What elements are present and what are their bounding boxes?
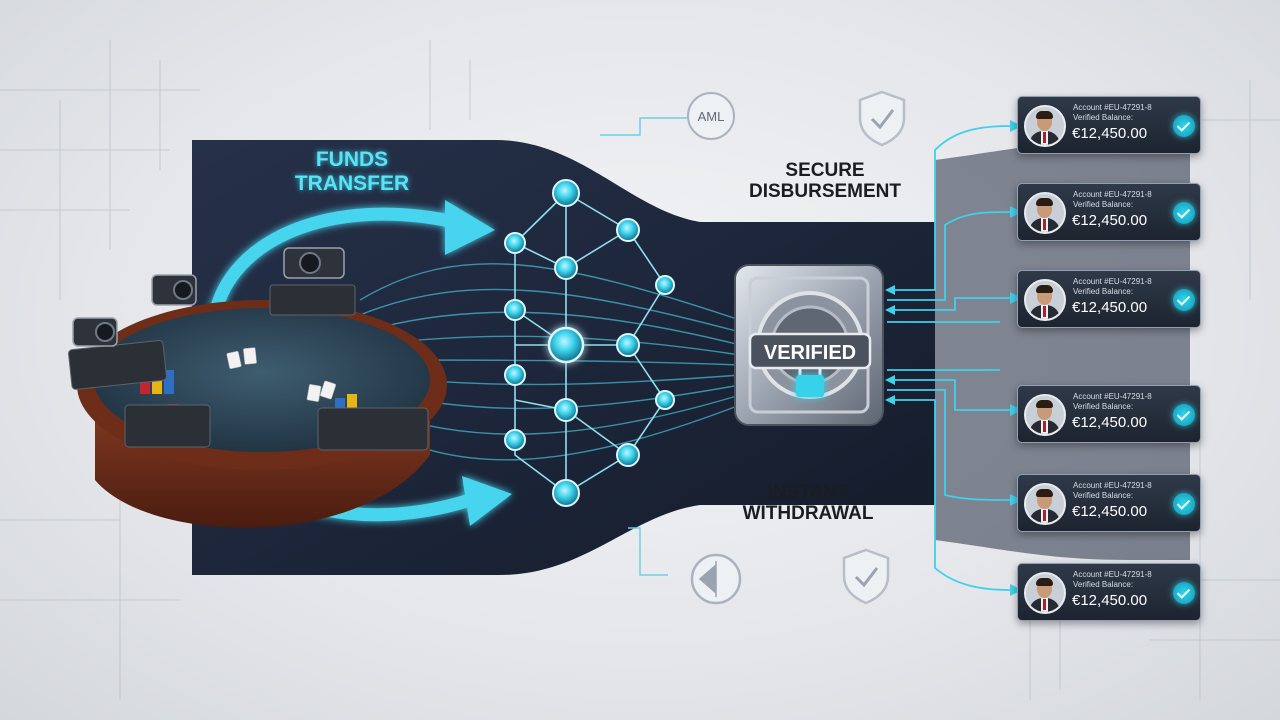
- network-nodes: [504, 179, 675, 507]
- account-balance-label: Verified Balance:: [1073, 580, 1134, 589]
- surveillance-camera-icon: [151, 274, 197, 306]
- account-card: Account #EU-47291-8 Verified Balance: €1…: [1017, 474, 1201, 532]
- check-icon: [1173, 404, 1195, 426]
- funds-transfer-line-2: Transfer: [294, 171, 410, 195]
- account-id: Account #EU-47291-8: [1073, 103, 1152, 112]
- verified-badge-text: VERIFIED: [764, 342, 856, 364]
- account-balance: €12,450.00: [1072, 592, 1148, 609]
- network-node-icon: [655, 275, 675, 295]
- account-card: Account #EU-47291-8 Verified Balance: €1…: [1017, 563, 1201, 621]
- aml-badge-icon: [687, 92, 735, 140]
- account-balance: €12,450.00: [1072, 503, 1148, 520]
- disbursement-lines: [887, 125, 1011, 591]
- aml-badge-text: AML: [698, 109, 725, 124]
- avatar: [1024, 105, 1066, 147]
- network-node-icon: [655, 390, 675, 410]
- network-node-icon: [616, 333, 640, 357]
- network-node-icon: [504, 232, 526, 254]
- check-icon: [1173, 115, 1195, 137]
- instant-withdrawal-line-2: Withdrawal: [742, 503, 874, 525]
- surveillance-camera-icon: [72, 317, 118, 347]
- shield-check-icon: [858, 90, 906, 147]
- account-card: Account #EU-47291-8 Verified Balance: €1…: [1017, 96, 1201, 154]
- check-icon: [1173, 202, 1195, 224]
- check-icon: [1173, 582, 1195, 604]
- surveillance-camera-icon: [283, 247, 345, 279]
- shield-check-icon: [842, 548, 890, 605]
- network-node-icon: [552, 179, 580, 207]
- account-balance-label: Verified Balance:: [1073, 200, 1134, 209]
- account-card: Account #EU-47291-8 Verified Balance: €1…: [1017, 270, 1201, 328]
- network-node-icon: [554, 398, 578, 422]
- network-node-icon: [552, 479, 580, 507]
- account-id: Account #EU-47291-8: [1073, 392, 1152, 401]
- avatar: [1024, 279, 1066, 321]
- network-node-icon: [504, 429, 526, 451]
- verified-badge: [748, 332, 872, 370]
- instant-withdrawal-line-1: Instant: [767, 482, 849, 503]
- account-id: Account #EU-47291-8: [1073, 190, 1152, 199]
- account-balance: €12,450.00: [1072, 414, 1148, 431]
- upper-flow-arrow: [208, 207, 462, 322]
- secure-disbursement-line-1: Secure: [785, 160, 865, 181]
- account-card: Account #EU-47291-8 Verified Balance: €1…: [1017, 385, 1201, 443]
- account-balance-label: Verified Balance:: [1073, 287, 1134, 296]
- account-id: Account #EU-47291-8: [1073, 570, 1152, 579]
- account-balance: €12,450.00: [1072, 212, 1148, 229]
- network-node-icon: [616, 218, 640, 242]
- disbursement-arrowheads: [885, 120, 1022, 596]
- avatar: [1024, 192, 1066, 234]
- secure-disbursement-line-2: Disbursement: [748, 181, 901, 203]
- check-icon: [1173, 493, 1195, 515]
- avatar: [1024, 572, 1066, 614]
- surveillance-cameras: [72, 247, 345, 347]
- secure-disbursement-label: Secure Disbursement: [740, 160, 910, 203]
- disbursement-panel: [935, 140, 1190, 560]
- avatar: [1024, 394, 1066, 436]
- instant-withdrawal-label: Instant Withdrawal: [718, 482, 898, 525]
- funds-transfer-label: Funds Transfer: [262, 148, 442, 195]
- casino-table: [68, 284, 447, 528]
- network-node-icon: [547, 326, 585, 364]
- account-balance-label: Verified Balance:: [1073, 491, 1134, 500]
- account-card: Account #EU-47291-8 Verified Balance: €1…: [1017, 183, 1201, 241]
- network-node-icon: [554, 256, 578, 280]
- account-id: Account #EU-47291-8: [1073, 277, 1152, 286]
- account-id: Account #EU-47291-8: [1073, 481, 1152, 490]
- network-node-icon: [504, 299, 526, 321]
- account-balance: €12,450.00: [1072, 125, 1148, 142]
- account-balance-label: Verified Balance:: [1073, 402, 1134, 411]
- account-balance: €12,450.00: [1072, 299, 1148, 316]
- account-balance-label: Verified Balance:: [1073, 113, 1134, 122]
- arrow-head-icon: [445, 200, 495, 255]
- compliance-circle-icon: [690, 553, 742, 605]
- arrow-head-icon: [462, 476, 512, 526]
- network-node-icon: [504, 364, 526, 386]
- network-node-icon: [616, 443, 640, 467]
- avatar: [1024, 483, 1066, 525]
- check-icon: [1173, 289, 1195, 311]
- funds-transfer-line-1: Funds: [315, 148, 389, 171]
